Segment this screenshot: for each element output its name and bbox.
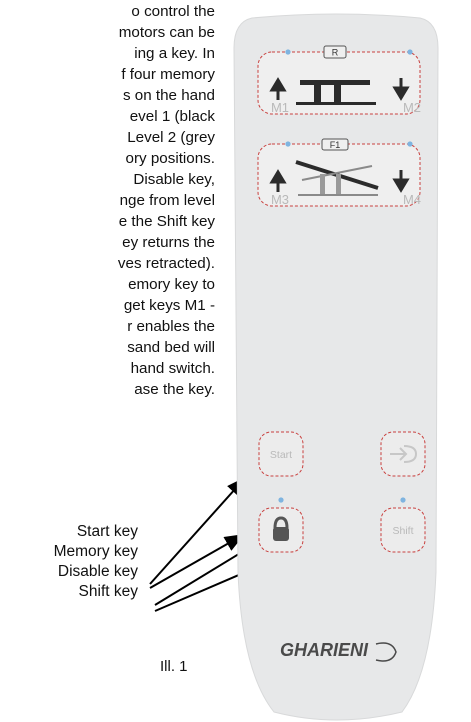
- paragraph-line: Disable key,: [133, 171, 215, 188]
- paragraph-line: s on the hand: [122, 87, 215, 104]
- paragraph-line: hand switch.: [130, 360, 215, 377]
- brand-logo: GHARIENI: [280, 640, 397, 662]
- start-button[interactable]: Start: [258, 431, 304, 477]
- indicator-dot: [278, 497, 284, 503]
- shift-button[interactable]: Shift: [380, 507, 426, 553]
- memory-button[interactable]: [380, 431, 426, 477]
- down-arrow-icon: [392, 170, 410, 193]
- paragraph-line: ing a key. In: [134, 45, 215, 62]
- paragraph-line: emory key to: [128, 276, 215, 293]
- m2-key[interactable]: M2: [403, 100, 421, 115]
- brand-text: GHARIENI: [280, 640, 369, 660]
- paragraph-line: r enables the: [127, 318, 215, 335]
- bed-tilt-icon: [295, 160, 379, 196]
- second-icon-label: F1: [330, 140, 341, 150]
- paragraph-line: f four memory: [121, 66, 215, 83]
- lock-icon: [273, 516, 289, 541]
- start-key-text: Start: [270, 449, 292, 461]
- m3-key[interactable]: M3: [271, 192, 289, 207]
- indicator-dot: [400, 497, 406, 503]
- paragraph-line: e the Shift key: [118, 213, 215, 230]
- memory-icon: [390, 445, 418, 463]
- indicator-dot: [407, 141, 413, 147]
- paragraph-line: ory positions.: [125, 150, 215, 167]
- up-arrow-icon: [269, 169, 287, 192]
- indicator-dot: [285, 141, 291, 147]
- paragraph-line: sand bed will: [127, 339, 215, 356]
- top-icon-box: [323, 45, 347, 59]
- paragraph-line: ves retracted).: [117, 255, 215, 272]
- paragraph-line: ey returns the: [122, 234, 215, 251]
- bed-flat-icon: [296, 80, 376, 105]
- indicator-dot: [285, 49, 291, 55]
- m4-key[interactable]: M4: [403, 192, 421, 207]
- memory-key-arrow: [149, 534, 245, 589]
- paragraph-line: motors can be: [118, 24, 215, 41]
- paragraph-line: nge from level: [119, 192, 215, 209]
- indicator-dot: [407, 49, 413, 55]
- top-icon-label: R: [332, 48, 339, 58]
- second-icon-box: [321, 138, 349, 151]
- disable-key-label: Disable key: [57, 563, 138, 580]
- shift-key-text: Shift: [392, 525, 413, 537]
- paragraph-line: o control the: [131, 3, 215, 20]
- m1-key[interactable]: M1: [271, 100, 289, 115]
- shift-key-label: Shift key: [78, 583, 138, 600]
- paragraph-line: Level 2 (grey: [127, 129, 215, 146]
- key-labels: Start key Memory key Disable key Shift k…: [54, 522, 138, 602]
- disable-button[interactable]: [258, 507, 304, 553]
- paragraph-line: get keys M1 -: [123, 297, 215, 314]
- down-arrow-icon: [392, 78, 410, 101]
- start-key-label: Start key: [76, 523, 138, 540]
- paragraph-line: ase the key.: [134, 381, 215, 398]
- up-arrow-icon: [269, 77, 287, 100]
- remote-body: [233, 13, 439, 721]
- paragraph-line: evel 1 (black: [129, 108, 215, 125]
- figure-caption: Ill. 1: [160, 658, 188, 675]
- remote-hand-switch: R M1 M2 F1 M3 M4 Start: [233, 13, 439, 721]
- start-key-arrow: [149, 476, 247, 585]
- memory-key-label: Memory key: [53, 543, 138, 560]
